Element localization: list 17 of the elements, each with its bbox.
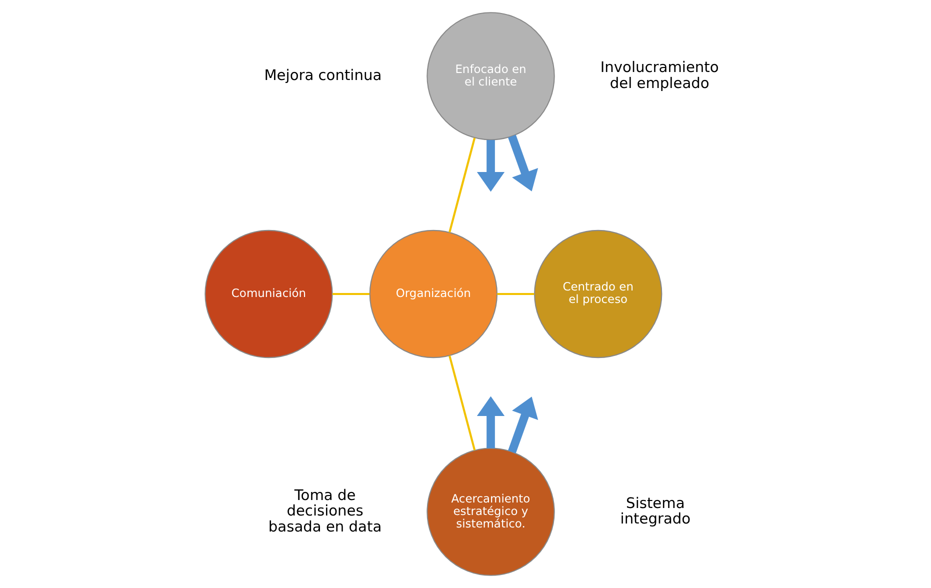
arrow: [508, 134, 538, 192]
node-circle: Enfocado en el cliente: [426, 12, 554, 140]
label: Mejora continua: [264, 67, 382, 84]
connector: [332, 292, 370, 296]
connector: [496, 292, 534, 296]
label: Sistema integrado: [620, 494, 690, 528]
connector: [448, 355, 476, 450]
label: Toma de decisiones basada en data: [268, 487, 382, 536]
arrow: [476, 396, 504, 448]
arrow: [507, 396, 538, 454]
node-circle: Organización: [368, 230, 498, 358]
connector: [448, 138, 476, 233]
node-circle: Comuniación: [204, 230, 332, 358]
arrow: [476, 140, 504, 192]
label: Involucramiento del empleado: [600, 59, 718, 92]
node-circle: Acercamiento estratégico y sistemático.: [426, 448, 554, 576]
node-circle: Centrado en el proceso: [534, 230, 662, 358]
